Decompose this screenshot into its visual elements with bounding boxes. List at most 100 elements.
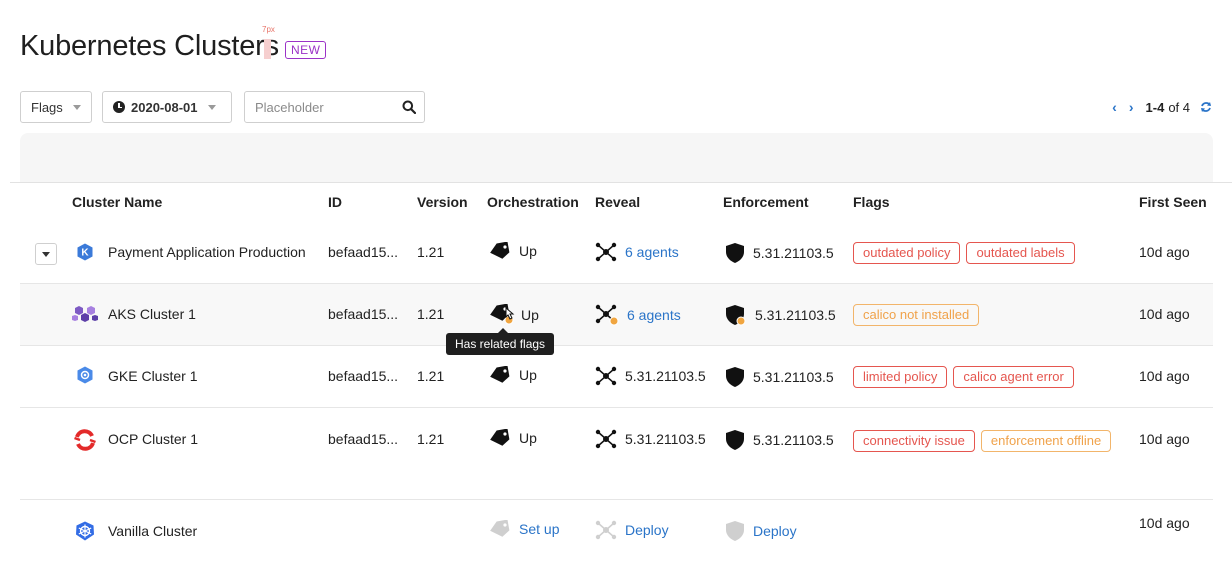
cluster-icon-cell: [76, 366, 94, 384]
flag-badge[interactable]: enforcement offline: [980, 430, 1112, 452]
next-page-button[interactable]: ›: [1128, 99, 1134, 115]
flags-cell: connectivity issue enforcement offline: [853, 430, 1117, 452]
cluster-name[interactable]: Payment Application Production: [108, 244, 306, 260]
column-header-reveal[interactable]: Reveal: [595, 194, 641, 210]
flag-badge[interactable]: limited policy: [853, 366, 948, 388]
table-row[interactable]: [20, 222, 1213, 284]
svg-text:K: K: [81, 248, 89, 259]
table-toolbar-band: [20, 133, 1213, 183]
flags-dropdown[interactable]: Flags: [20, 91, 92, 123]
cluster-version: 1.21: [417, 431, 445, 447]
first-seen: 10d ago: [1139, 306, 1190, 322]
date-dropdown[interactable]: 2020-08-01: [102, 91, 232, 123]
chevron-down-icon: [42, 251, 50, 257]
refresh-icon[interactable]: [1200, 101, 1212, 113]
header-divider: [10, 182, 1232, 183]
flag-badge[interactable]: connectivity issue: [853, 430, 975, 452]
flags-cell: limited policy calico agent error: [853, 366, 1080, 388]
search-box: [244, 91, 425, 123]
toolbar: Flags 2020-08-01: [20, 91, 425, 123]
enforcement-version: 5.31.21103.5: [755, 307, 836, 323]
flag-badge[interactable]: calico agent error: [953, 366, 1074, 388]
deploy-enforcement-link[interactable]: Deploy: [753, 523, 797, 539]
deploy-reveal-link[interactable]: Deploy: [625, 522, 669, 538]
reveal-agents-link[interactable]: 6 agents: [625, 244, 679, 260]
column-header-cluster-name[interactable]: Cluster Name: [72, 194, 163, 210]
column-header-enforcement[interactable]: Enforcement: [723, 194, 809, 210]
orchestration-status: Up: [521, 307, 539, 323]
enforcement-version: 5.31.21103.5: [753, 432, 834, 448]
tag-icon: [490, 366, 510, 383]
cluster-id: befaad15...: [328, 244, 399, 260]
cluster-version: 1.21: [417, 244, 445, 260]
enforcement-version: 5.31.21103.5: [753, 369, 834, 385]
reveal-cell: 6 agents: [595, 304, 681, 326]
table-row[interactable]: [20, 284, 1213, 346]
orchestration-cell: Up: [489, 304, 539, 326]
enforcement-cell: 5.31.21103.5: [725, 429, 834, 451]
setup-link[interactable]: Set up: [519, 521, 560, 537]
cluster-id: befaad15...: [328, 368, 399, 384]
reveal-cell: 5.31.21103.5: [595, 429, 706, 449]
orchestration-cell: Set up: [489, 520, 559, 538]
tag-icon[interactable]: [489, 304, 519, 326]
flags-dropdown-label: Flags: [31, 99, 63, 115]
search-input[interactable]: [255, 99, 395, 115]
new-badge: NEW: [284, 41, 327, 59]
reveal-agents-link[interactable]: 6 agents: [627, 307, 681, 323]
aks-logo-icon: [72, 306, 98, 322]
orchestration-cell: Up: [489, 366, 537, 384]
cluster-name[interactable]: AKS Cluster 1: [108, 306, 196, 322]
cluster-icon-cell: [75, 521, 95, 541]
network-nodes-icon: [595, 366, 617, 386]
orchestration-status: Up: [519, 430, 537, 446]
shield-icon: [726, 521, 744, 541]
cluster-id: befaad15...: [328, 306, 399, 322]
network-nodes-warning-icon: [595, 304, 619, 326]
cluster-icon-cell: K: [76, 243, 94, 261]
flag-badge[interactable]: calico not installed: [853, 304, 980, 326]
enforcement-cell: 5.31.21103.5: [725, 366, 834, 388]
column-header-first-seen[interactable]: First Seen: [1139, 194, 1207, 210]
pagination: ‹ › 1-4 of 4: [1112, 99, 1212, 115]
kubernetes-helm-icon: [76, 521, 94, 541]
orchestration-status: Up: [519, 243, 537, 259]
flag-badge[interactable]: outdated policy: [853, 242, 961, 264]
shield-warning-icon: [726, 305, 746, 326]
orchestration-cell: Up: [489, 242, 537, 260]
spacing-annotation: 7px: [262, 25, 275, 34]
tooltip: Has related flags: [446, 328, 555, 355]
cluster-name[interactable]: GKE Cluster 1: [108, 368, 198, 384]
expand-row-button[interactable]: [35, 243, 57, 265]
reveal-version: 5.31.21103.5: [625, 368, 706, 384]
cluster-name[interactable]: Vanilla Cluster: [108, 523, 198, 539]
orchestration-cell: Up: [489, 429, 537, 447]
shield-icon: [726, 243, 744, 263]
network-nodes-icon: [595, 242, 617, 262]
page-title: Kubernetes Clusters: [20, 30, 279, 62]
flag-badge[interactable]: outdated labels: [966, 242, 1075, 264]
cluster-id: befaad15...: [328, 431, 399, 447]
column-header-id[interactable]: ID: [328, 194, 342, 210]
first-seen: 10d ago: [1139, 244, 1190, 260]
spacing-annotation-marker: [264, 39, 271, 59]
column-header-version[interactable]: Version: [417, 194, 468, 210]
table-row[interactable]: [20, 346, 1213, 408]
cluster-name[interactable]: OCP Cluster 1: [108, 431, 198, 447]
cluster-icon-cell: [72, 305, 98, 323]
cluster-icon-cell: [74, 429, 96, 451]
search-icon[interactable]: [402, 100, 416, 114]
gke-logo-icon: [77, 366, 93, 384]
kubernetes-logo-icon: K: [77, 243, 93, 261]
table-row[interactable]: [20, 408, 1213, 500]
prev-page-button[interactable]: ‹: [1112, 99, 1117, 115]
enforcement-cell: 5.31.21103.5: [725, 304, 836, 326]
chevron-down-icon: [72, 104, 81, 110]
enforcement-cell: Deploy: [725, 520, 797, 542]
openshift-logo-icon: [74, 429, 96, 451]
tag-icon: [490, 520, 510, 537]
column-header-orchestration[interactable]: Orchestration: [487, 194, 579, 210]
column-header-flags[interactable]: Flags: [853, 194, 890, 210]
chevron-down-icon: [207, 104, 216, 110]
network-nodes-icon: [595, 520, 617, 540]
